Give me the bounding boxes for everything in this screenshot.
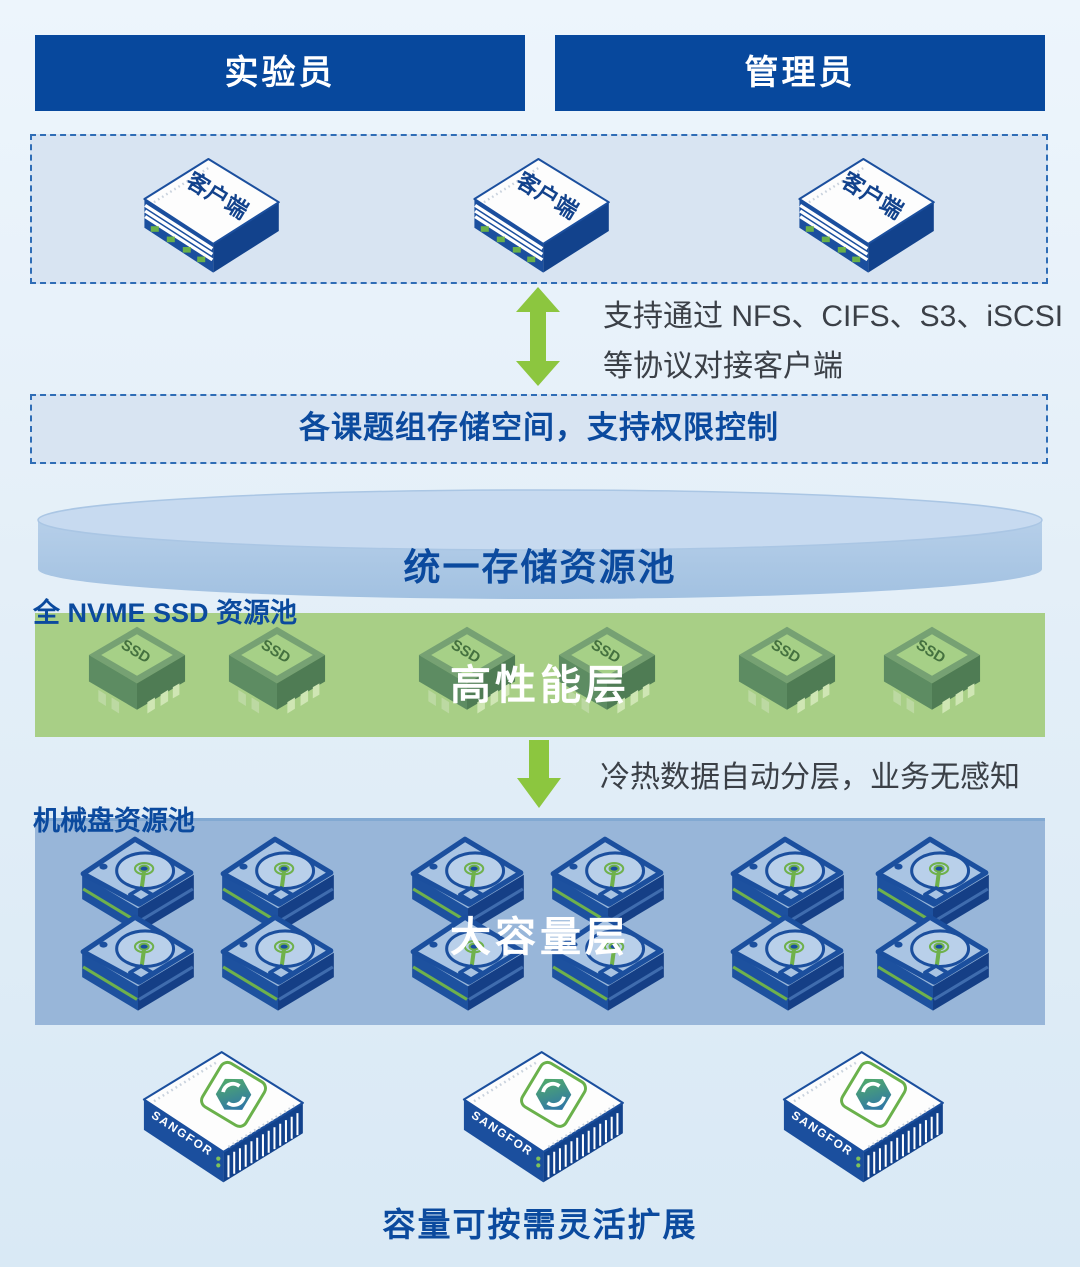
sangfor-server-icon (447, 1040, 633, 1186)
role-bar-admin: 管理员 (555, 35, 1045, 111)
unified-pool-cylinder (37, 489, 1043, 599)
pool-title: 统一存储资源池 (403, 547, 677, 588)
high-performance-tier-title: 高性能层 (450, 662, 630, 708)
hdd-tier-band (35, 818, 1045, 1025)
tiering-note: 冷热数据自动分层，业务无感知 (600, 761, 1020, 794)
protocol-arrow-icon (515, 287, 561, 386)
capacity-tier-title: 大容量层 (450, 914, 630, 960)
ssd-pool-label: 全 NVME SSD 资源池 (33, 598, 298, 628)
tiering-arrow-icon (516, 740, 562, 808)
protocol-note-line2: 等协议对接客户端 (603, 350, 843, 383)
quota-dashed-box: 各课题组存储空间，支持权限控制 (30, 394, 1048, 464)
footer-note: 容量可按需灵活扩展 (382, 1206, 698, 1243)
role-bar-experimenter: 实验员 (35, 35, 525, 111)
sangfor-server-icon (767, 1040, 953, 1186)
protocol-note-line1: 支持通过 NFS、CIFS、S3、iSCSI (603, 300, 1064, 333)
hdd-pool-label: 机械盘资源池 (33, 806, 195, 836)
ssd-tier-band (35, 613, 1045, 737)
sangfor-server-icon (127, 1040, 313, 1186)
protocol-note: 支持通过 NFS、CIFS、S3、iSCSI 等协议对接客户端 (603, 292, 1063, 392)
client-server-icon (130, 146, 290, 276)
client-server-icon (785, 146, 945, 276)
client-server-icon (460, 146, 620, 276)
